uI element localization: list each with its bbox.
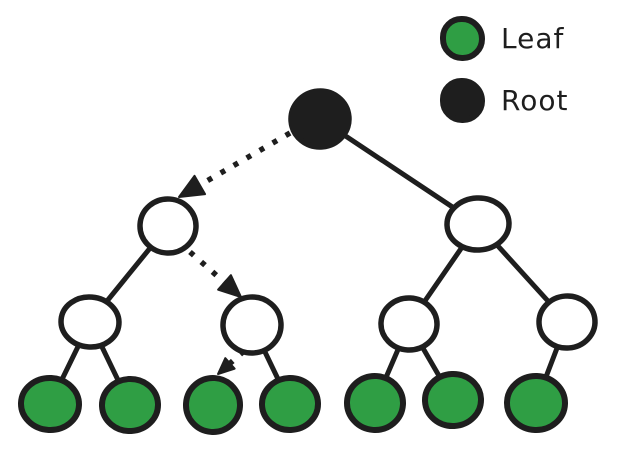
legend: Leaf Root — [440, 16, 568, 123]
tree-node-internal-right — [444, 195, 512, 253]
tree-node-leaf-5 — [344, 372, 406, 434]
tree-node-leaf-6 — [422, 370, 484, 430]
legend-item-root: Root — [440, 78, 568, 123]
traversal-arrowhead-icon-1 — [217, 274, 242, 298]
root-node-icon — [440, 78, 485, 123]
tree-node-leaf-7 — [504, 372, 568, 434]
traversal-arrow-shaft-1 — [188, 249, 229, 287]
tree-node-leaf-4 — [259, 374, 321, 434]
tree-node-leaf-2 — [99, 375, 161, 435]
tree-node-leaf-1 — [18, 374, 82, 434]
leaf-node-icon — [440, 16, 485, 61]
tree-node-root — [288, 88, 352, 150]
tree-node-internal-left-right — [220, 294, 284, 356]
legend-item-leaf: Leaf — [440, 16, 568, 61]
traversal-arrowhead-icon-0 — [178, 174, 207, 198]
tree-node-internal-right-right — [536, 293, 598, 351]
tree-node-leaf-3 — [183, 375, 243, 435]
legend-label-root: Root — [501, 83, 569, 117]
tree-node-internal-left — [137, 196, 199, 256]
legend-label-leaf: Leaf — [501, 21, 565, 55]
tree-node-internal-left-left — [58, 294, 122, 350]
traversal-arrowhead-icon-2 — [217, 357, 236, 375]
traversal-arrow-shaft-0 — [195, 130, 292, 190]
tree-node-internal-right-left — [378, 295, 440, 353]
